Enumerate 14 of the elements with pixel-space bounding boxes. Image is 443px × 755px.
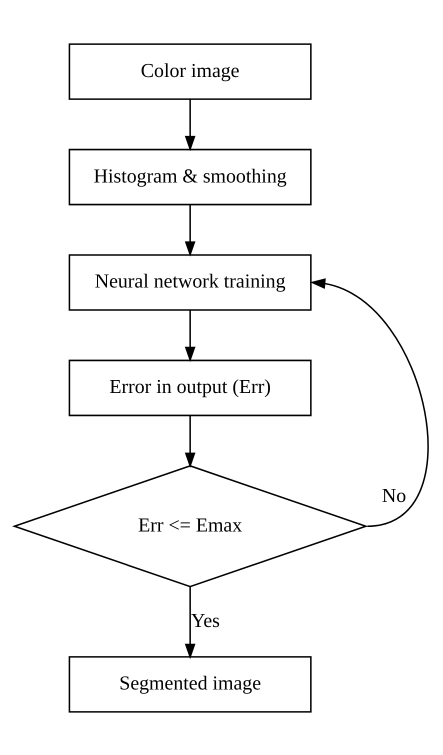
node-box: Color image (68, 42, 312, 100)
arrow (184, 586, 196, 659)
edge-label: Yes (190, 609, 220, 632)
arrow (184, 310, 196, 362)
arrow (310, 278, 429, 526)
arrow (184, 415, 196, 468)
node-box: Histogram & smoothing (68, 148, 312, 205)
edge-label: No (382, 484, 406, 506)
arrow (184, 99, 196, 151)
arrow (184, 204, 196, 256)
node-diamond: Err <= Emax (12, 464, 368, 587)
node-box: Error in output (Err) (68, 359, 312, 416)
node-box: Neural network training (68, 254, 312, 310)
node-box: Segmented image (68, 656, 312, 712)
